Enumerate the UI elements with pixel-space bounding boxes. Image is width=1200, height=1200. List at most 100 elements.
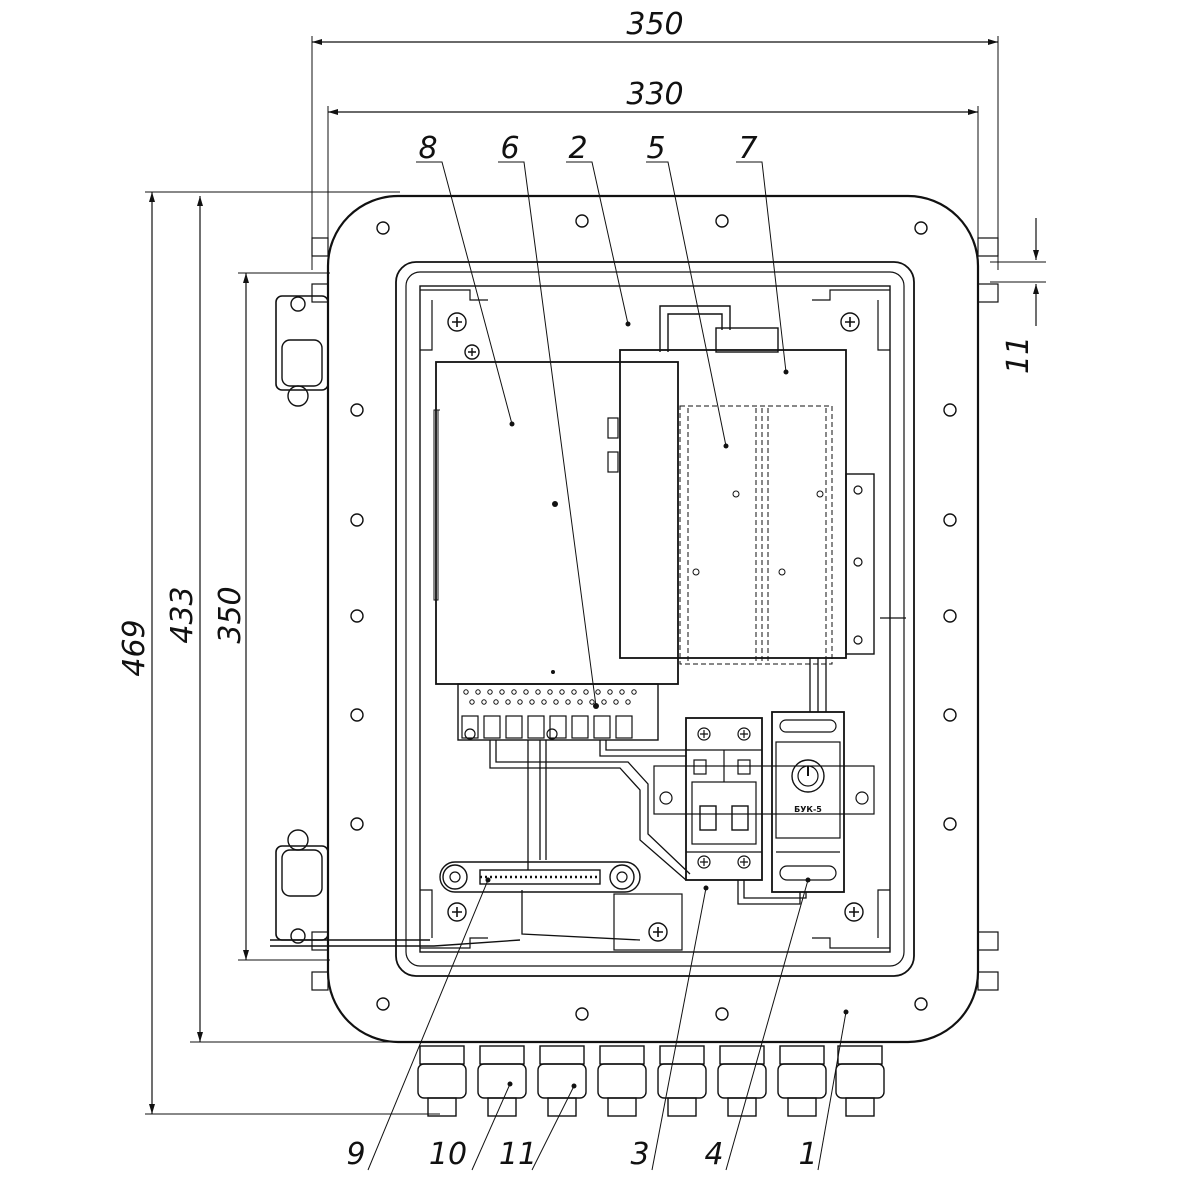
plate-bracket-tr [812,289,890,351]
control-relay-4: БУК-5 [771,711,845,893]
plate-bracket-tl [420,289,488,351]
inner-opening-lip [405,271,905,967]
breaker-toggle-right [731,805,749,831]
bolt-hole [350,817,364,831]
bolt-hole [914,997,928,1011]
tab-br2 [977,971,999,991]
heater-7 [619,305,875,659]
callout-7: 7 [738,131,757,166]
dim-mount-height-label: 350 [213,586,248,643]
screw-icon [737,727,751,741]
tab-tl [311,237,329,257]
power-supply-8 [433,361,679,741]
screw-icon [697,855,711,869]
callout-8: 8 [418,131,437,166]
din-rail-body [653,765,875,815]
bolt-hole [914,221,928,235]
breaker-housing [685,717,763,881]
bolt-hole [715,1007,729,1021]
psu-terminal-block [457,683,659,741]
screw-icon [840,312,860,332]
screw-icon [648,922,668,942]
tab-bl2 [311,971,329,991]
plate-bracket-br [812,889,890,949]
cable-gland [477,1045,527,1117]
hinge-top [275,295,329,407]
bolt-hole [943,817,957,831]
inner-opening [395,261,915,977]
heat-sink-5 [679,405,833,665]
heater-side-mount [845,473,875,655]
cable-glands [417,1045,885,1117]
callout-3: 3 [630,1137,649,1172]
circuit-breaker-3 [685,717,763,881]
outer-flange [326,194,980,1044]
cable-gland [717,1045,767,1117]
bolt-hole [350,609,364,623]
psu-screw [552,501,558,507]
dim-body-height-label: 433 [165,586,200,643]
bolt-hole [943,609,957,623]
heat-sink-outline [679,405,833,665]
tab-br [977,931,999,951]
dimension-labels: 350 330 469 433 350 11 [117,7,1036,677]
hinge-knuckle-bottom [281,849,323,897]
callout-2: 2 [568,131,587,166]
bolt-hole [943,708,957,722]
bolt-hole [350,708,364,722]
tab-tr [977,237,999,257]
wiring [270,658,827,947]
cable-gland [835,1045,885,1117]
psu-led [607,417,619,439]
dim-overall-height-label: 469 [117,619,152,676]
heater-housing [619,349,847,659]
relay-housing [771,711,845,893]
enclosure-body [311,194,999,1044]
hinge-bolt-top [290,296,306,312]
cable-gland [657,1045,707,1117]
bolt-hole [575,214,589,228]
busbar-frame [439,861,641,893]
relay-model-label: БУК-5 [794,805,822,814]
hinge-plate-top [275,295,329,391]
bolt-hole [350,513,364,527]
hinge-knuckle-top [281,339,323,387]
mounting-plate [419,285,891,953]
bolt-hole [943,403,957,417]
psu-terminal-dots [463,689,637,705]
flange-bolt-holes [350,214,957,1021]
callout-labels: 8 6 2 5 7 9 10 11 3 4 1 [346,131,817,1172]
bolt-hole [376,997,390,1011]
screw-icon [464,344,480,360]
tab-tl2 [311,283,329,303]
bolt-hole [943,513,957,527]
cable-gland [417,1045,467,1117]
psu-terminal-screws [461,703,633,740]
cable-gland [777,1045,827,1117]
bolt-hole [715,214,729,228]
screw-icon [697,727,711,741]
dim-inner-width-label: 330 [626,77,683,112]
psu-trimmer [607,451,619,473]
heater-cap [715,327,779,353]
bolt-hole [350,403,364,417]
relay-dial [791,759,825,793]
callout-4: 4 [704,1137,723,1172]
ground-terminal [613,893,683,951]
ground-busbar-9 [439,861,641,893]
dim-flange-offset-label: 11 [1001,336,1036,374]
bolt-hole [376,221,390,235]
hinge-bottom [275,829,329,944]
hinge-nut-bottom [287,829,309,851]
screw-icon [447,312,467,332]
heater-bracket [659,305,731,352]
callout-1: 1 [798,1137,817,1172]
tab-tr2 [977,283,999,303]
din-rail [653,765,875,815]
hinge-bolt-bottom [290,928,306,944]
callout-11: 11 [499,1137,537,1172]
callout-10: 10 [429,1137,467,1172]
dimension-lines [145,36,1046,1115]
bolt-hole [575,1007,589,1021]
